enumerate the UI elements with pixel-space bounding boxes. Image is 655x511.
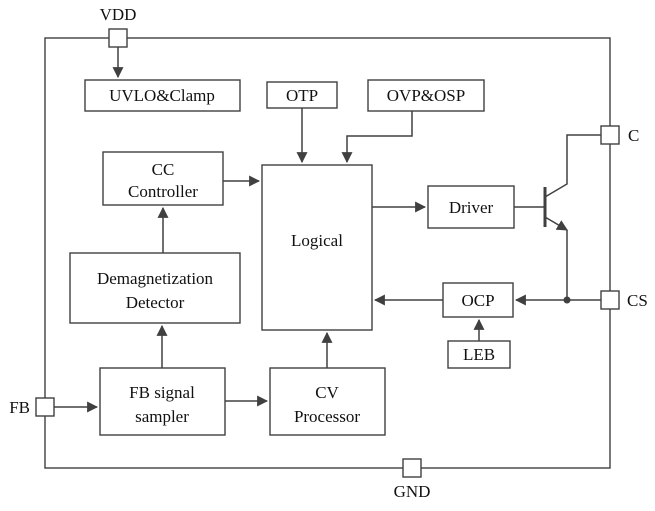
driver-block: Driver [427,185,515,229]
logical-label: Logical [291,231,343,250]
logical-block: Logical [261,164,373,331]
c-pin-pad [600,125,620,145]
leb-box [447,340,511,369]
c-pin: C [600,125,639,145]
vdd-pin-pad [108,28,128,48]
cs-pin-label: CS [627,291,648,310]
demagnetization-detector-label-line1: Demagnetization [97,269,214,288]
fb-signal-sampler-box [99,367,226,436]
cv-processor-label-line2: Processor [294,407,360,426]
cv-processor-box [269,367,386,436]
fb-pin-label: FB [9,398,30,417]
driver-box [427,185,515,229]
demagnetization-detector-box [69,252,241,324]
cc-controller-box [102,151,224,206]
vdd-pin: VDD [100,5,137,48]
cs-pin: CS [600,290,648,310]
leb-block: LEB [447,340,511,369]
uvlo-clamp-block: UVLO&Clamp [84,79,241,112]
ovp-osp-label: OVP&OSP [387,86,465,105]
cc-controller-label-line2: Controller [128,182,198,201]
transistor [543,134,601,304]
demagnetization-detector-block: Demagnetization Detector [69,252,241,324]
fb-signal-sampler-label-line1: FB signal [129,383,195,402]
driver-label: Driver [449,198,494,217]
ocp-block: OCP [442,282,514,318]
cc-controller-label-line1: CC [152,160,175,179]
gnd-pin-label: GND [394,482,431,501]
ocp-label: OCP [461,291,494,310]
uvlo-clamp-label: UVLO&Clamp [109,86,215,105]
gnd-pin-pad [402,458,422,478]
otp-box [266,81,338,109]
fb-signal-sampler-label-line2: sampler [135,407,189,426]
transistor-collector-wire [544,134,601,198]
vdd-pin-label: VDD [100,5,137,24]
uvlo-clamp-box [84,79,241,112]
cv-processor-block: CV Processor [269,367,386,436]
fb-pin-pad [35,397,55,417]
fb-signal-sampler-block: FB signal sampler [99,367,226,436]
cs-pin-pad [600,290,620,310]
leb-label: LEB [463,345,495,364]
transistor-emitter-arrow [544,216,568,231]
otp-block: OTP [266,81,338,109]
fb-pin: FB [9,397,55,417]
otp-label: OTP [286,86,318,105]
logical-box [261,164,373,331]
demagnetization-detector-label-line2: Detector [126,293,185,312]
gnd-pin: GND [394,458,431,501]
c-pin-label: C [628,126,639,145]
wire-ovp-to-logical [341,110,413,164]
cc-controller-block: CC Controller [102,151,224,206]
ovp-osp-block: OVP&OSP [367,79,485,112]
chip-outline [44,37,611,469]
ovp-osp-box [367,79,485,112]
cv-processor-label-line1: CV [315,383,339,402]
ocp-box [442,282,514,318]
